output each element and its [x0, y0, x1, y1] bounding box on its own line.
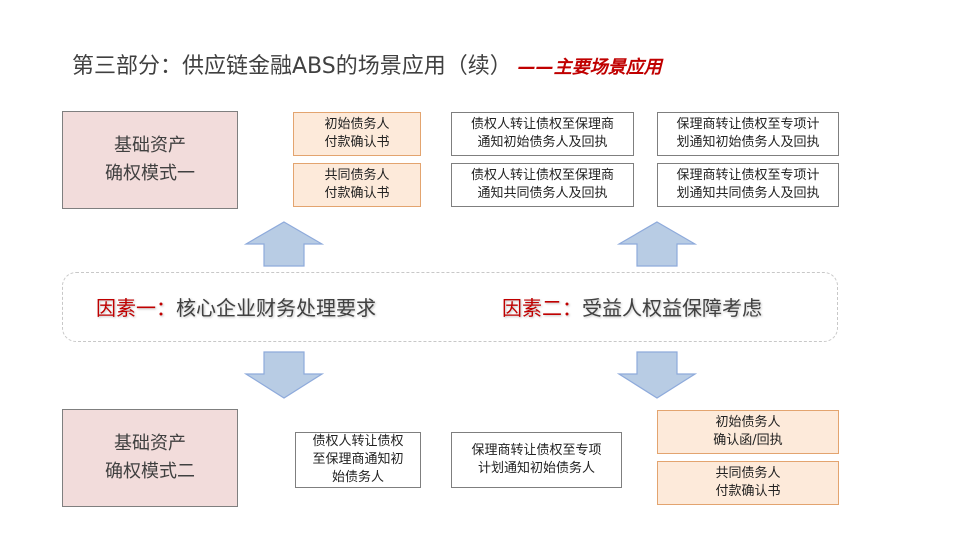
factor-band [62, 272, 838, 342]
title-main: 第三部分：供应链金融ABS的场景应用（续） [72, 54, 512, 79]
down-arrow-left-icon [244, 351, 324, 399]
mode-one-box: 基础资产 确权模式一 [62, 111, 238, 209]
mode-one-doc-creditor-transfer-joint: 债权人转让债权至保理商 通知共同债务人及回执 [451, 163, 634, 207]
mode-two-box: 基础资产 确权模式二 [62, 409, 238, 507]
mode-two-doc-creditor-transfer: 债权人转让债权 至保理商通知初 始债务人 [295, 432, 421, 488]
up-arrow-right-icon [617, 221, 697, 267]
factor-two-text: 受益人权益保障考虑 [582, 296, 762, 320]
mode-one-doc-joint-debtor-confirmation: 共同债务人 付款确认书 [293, 163, 421, 207]
mode-one-doc-initial-debtor-confirmation: 初始债务人 付款确认书 [293, 112, 421, 156]
mode-two-doc-initial-debtor-confirmation: 初始债务人 确认函/回执 [657, 410, 839, 454]
down-arrow-right-icon [617, 351, 697, 399]
mode-two-doc-factor-transfer: 保理商转让债权至专项 计划通知初始债务人 [451, 432, 622, 488]
mode-two-doc-joint-debtor-confirmation: 共同债务人 付款确认书 [657, 461, 839, 505]
mode-one-doc-creditor-transfer-initial: 债权人转让债权至保理商 通知初始债务人及回执 [451, 112, 634, 156]
mode-one-doc-factor-transfer-initial: 保理商转让债权至专项计 划通知初始债务人及回执 [657, 112, 839, 156]
factor-one: 因素一：核心企业财务处理要求 [96, 292, 376, 321]
mode-one-doc-factor-transfer-joint: 保理商转让债权至专项计 划通知共同债务人及回执 [657, 163, 839, 207]
factor-two-label: 因素二： [502, 296, 582, 320]
factor-one-label: 因素一： [96, 296, 176, 320]
title-subtitle: ——主要场景应用 [517, 57, 662, 78]
factor-one-text: 核心企业财务处理要求 [176, 296, 376, 320]
page-title: 第三部分：供应链金融ABS的场景应用（续） ——主要场景应用 [72, 48, 662, 80]
up-arrow-left-icon [244, 221, 324, 267]
factor-two: 因素二：受益人权益保障考虑 [502, 292, 762, 321]
